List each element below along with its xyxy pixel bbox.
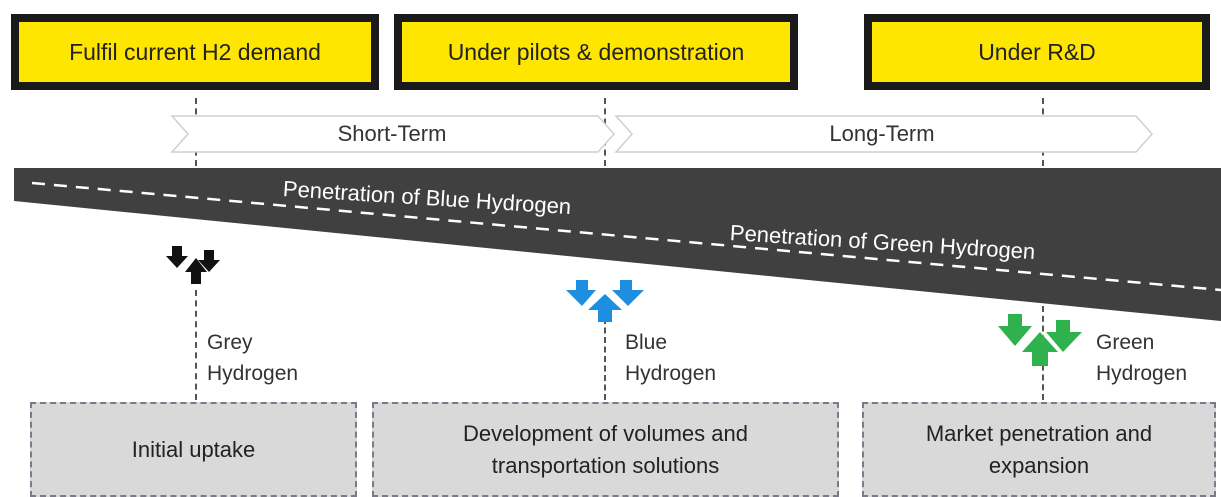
blue-hydrogen-arrows-icon bbox=[566, 280, 644, 322]
stage-pilots-demonstration: Under pilots & demonstration bbox=[394, 14, 798, 90]
guide-line-grey-lower bbox=[195, 290, 197, 400]
phase-initial-uptake: Initial uptake bbox=[30, 402, 357, 497]
short-term-label: Short-Term bbox=[337, 121, 447, 146]
guide-line-blue-lower bbox=[604, 318, 606, 400]
wedge-shape bbox=[14, 168, 1221, 321]
penetration-divider-line bbox=[31, 181, 1221, 292]
stage-research-development: Under R&D bbox=[864, 14, 1210, 90]
green-hydrogen-label: Green Hydrogen bbox=[1096, 331, 1188, 385]
green-hydrogen-arrows-icon bbox=[998, 314, 1082, 366]
grey-hydrogen-arrows-icon bbox=[166, 246, 220, 284]
phase-market-penetration: Market penetration and expansion bbox=[862, 402, 1216, 497]
grey-hydrogen-label: Grey Hydrogen bbox=[207, 331, 299, 385]
stage-current-demand: Fulfil current H2 demand bbox=[11, 14, 379, 90]
phase-development: Development of volumes and transportatio… bbox=[372, 402, 839, 497]
long-term-label: Long-Term bbox=[829, 121, 935, 146]
blue-hydrogen-label: Blue Hydrogen bbox=[625, 331, 717, 385]
